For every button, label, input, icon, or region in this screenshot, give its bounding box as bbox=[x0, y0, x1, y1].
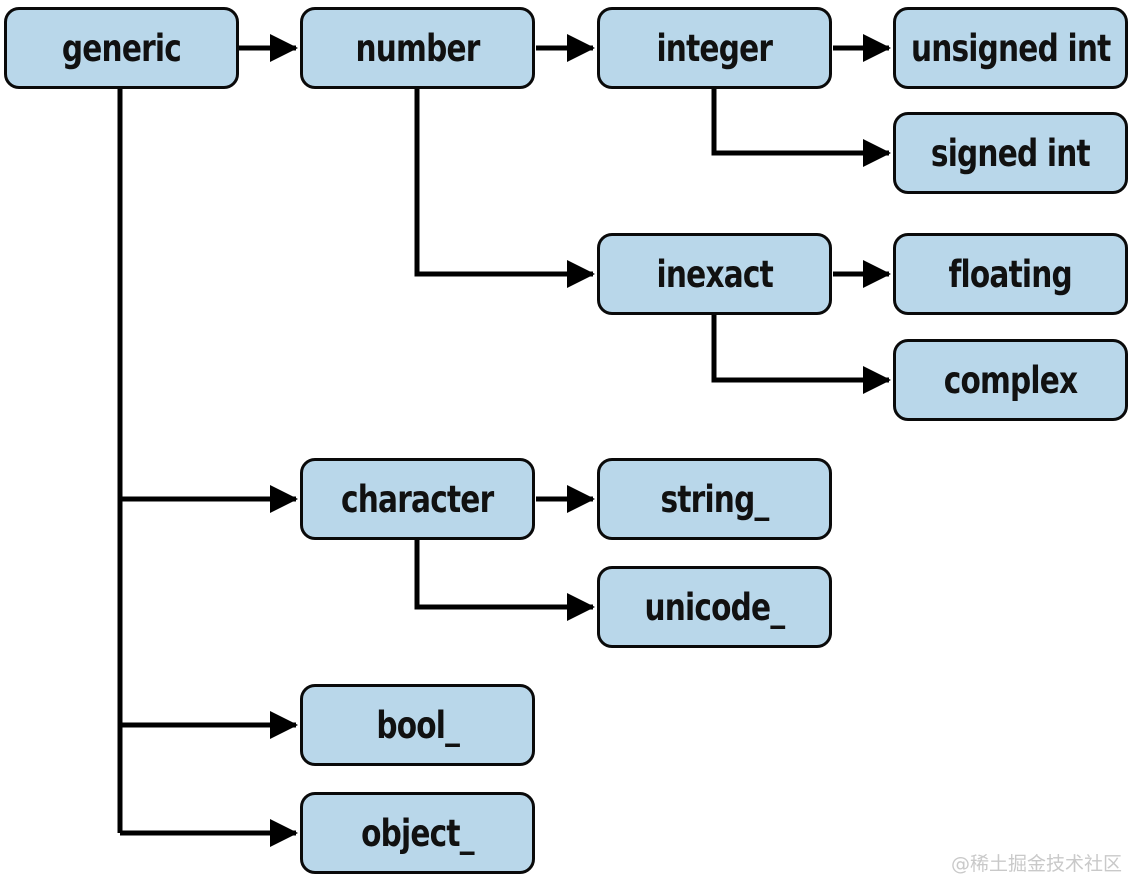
node-inexact-label: inexact bbox=[656, 252, 773, 296]
node-character-label: character bbox=[341, 477, 494, 521]
node-generic: generic bbox=[4, 7, 239, 89]
node-signed-int-label: signed int bbox=[931, 131, 1091, 175]
node-signed-int: signed int bbox=[893, 112, 1128, 194]
node-bool-label: bool_ bbox=[376, 703, 460, 747]
node-unicode: unicode_ bbox=[597, 566, 832, 648]
node-object-label: object_ bbox=[361, 811, 474, 855]
node-generic-label: generic bbox=[61, 26, 182, 70]
watermark: @稀土掘金技术社区 bbox=[950, 853, 1122, 875]
connector-inexact-complex bbox=[711, 315, 891, 394]
node-complex-label: complex bbox=[943, 358, 1078, 402]
node-integer-label: integer bbox=[656, 26, 774, 70]
connector-number-inexact bbox=[414, 89, 595, 288]
node-integer: integer bbox=[597, 7, 832, 89]
node-character: character bbox=[300, 458, 535, 540]
connector-integer-signed bbox=[711, 89, 891, 167]
node-string: string_ bbox=[597, 458, 832, 540]
node-number: number bbox=[300, 7, 535, 89]
node-inexact: inexact bbox=[597, 233, 832, 315]
node-floating: floating bbox=[893, 233, 1128, 315]
node-unicode-label: unicode_ bbox=[644, 585, 786, 629]
node-complex: complex bbox=[893, 339, 1128, 421]
node-object: object_ bbox=[300, 792, 535, 874]
node-unsigned-int-label: unsigned int bbox=[910, 26, 1111, 70]
connector-character-unicode bbox=[414, 540, 595, 621]
node-unsigned-int: unsigned int bbox=[893, 7, 1128, 89]
node-floating-label: floating bbox=[948, 252, 1073, 296]
node-bool: bool_ bbox=[300, 684, 535, 766]
node-number-label: number bbox=[355, 26, 480, 70]
node-string-label: string_ bbox=[660, 477, 770, 521]
